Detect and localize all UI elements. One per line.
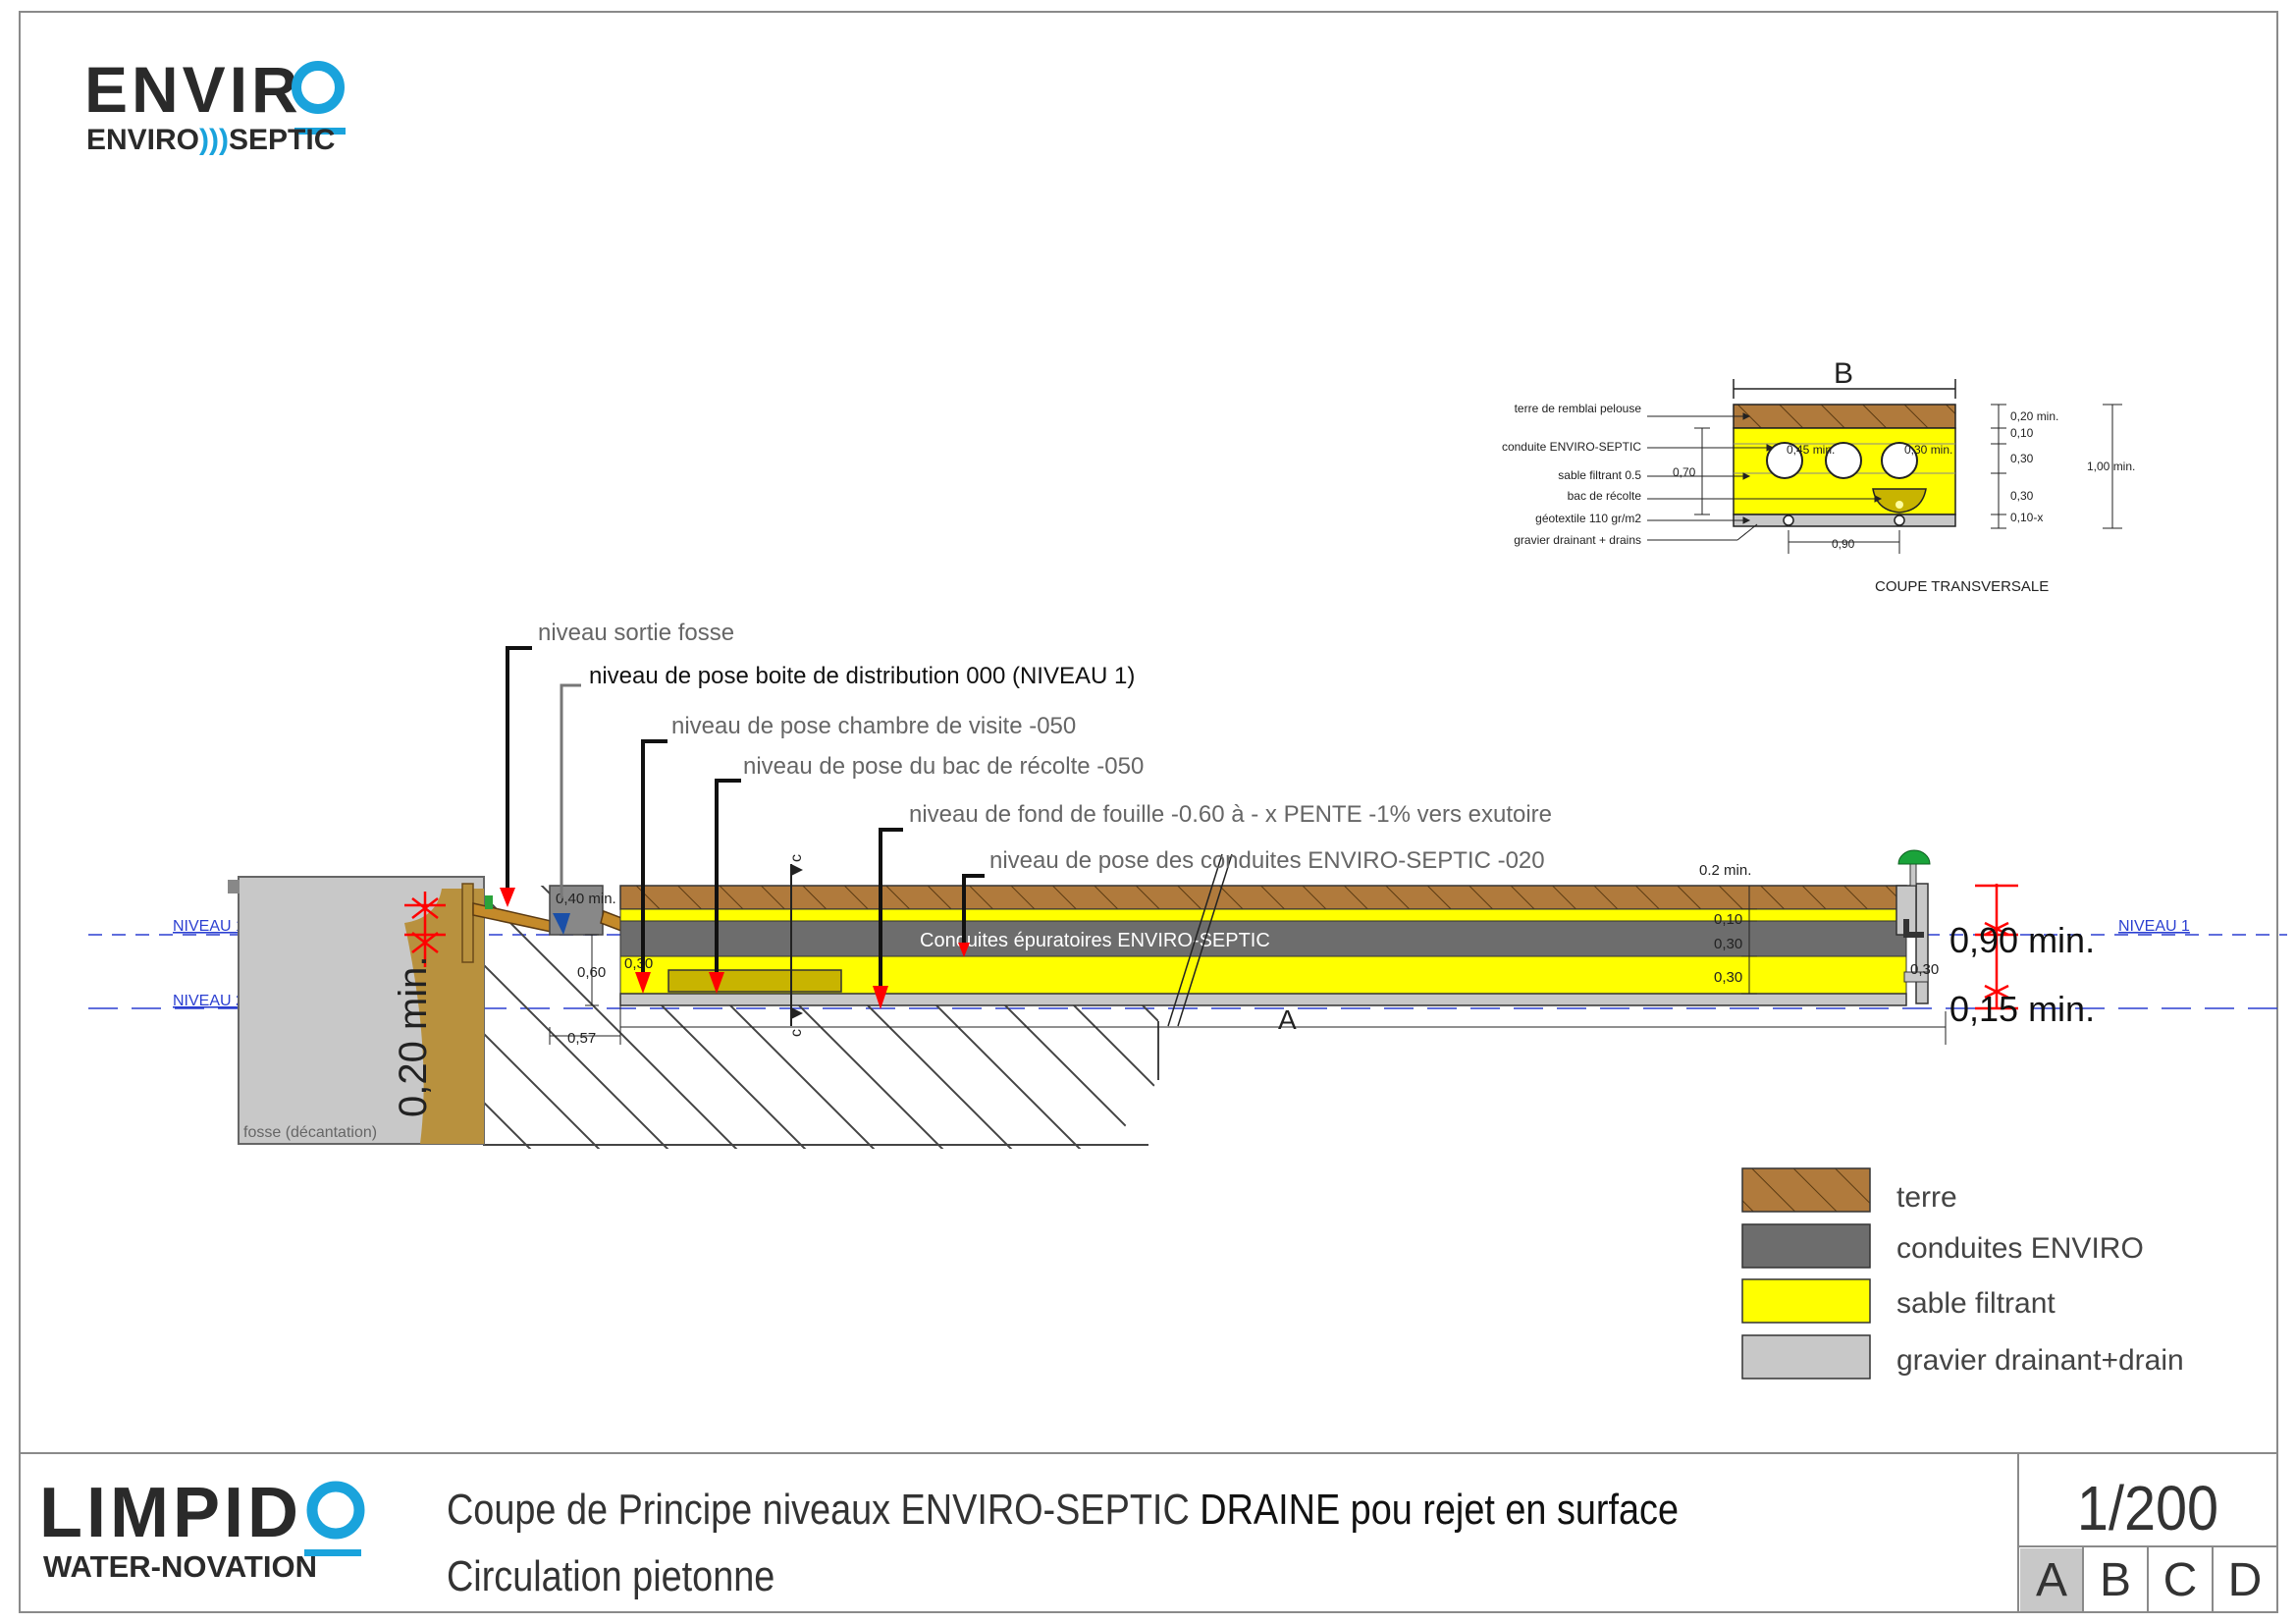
enviro-logo-underline — [294, 128, 346, 135]
drawing-title-line1-bold: DRAINE pou rejet en surface — [1200, 1485, 1679, 1533]
legend-swatch-sable — [1741, 1278, 1871, 1324]
enviro-sub-mark: ))) — [199, 124, 229, 156]
svg-text:0,10-x: 0,10-x — [2010, 511, 2043, 524]
svg-text:0,30: 0,30 — [1714, 936, 1742, 952]
transversal-section: B 0,45 min. 0,30 min. terre de remblai p… — [1502, 357, 2135, 595]
svg-text:0,30: 0,30 — [1910, 961, 1939, 978]
svg-text:0,30: 0,30 — [2010, 452, 2034, 465]
drain-icon — [1894, 514, 1905, 526]
sheet-a-active — [2020, 1548, 2083, 1611]
sheet-a[interactable]: A — [2036, 1554, 2067, 1606]
limpido-logo-o-icon — [306, 1481, 365, 1540]
svg-text:0,20 min.: 0,20 min. — [2010, 409, 2058, 423]
transversal-gravel-layer — [1733, 514, 1956, 527]
legend-label: terre — [1896, 1181, 1957, 1214]
label-sortie-fosse: niveau sortie fosse — [538, 620, 734, 646]
svg-text:0,30: 0,30 — [624, 955, 653, 972]
svg-text:1,00 min.: 1,00 min. — [2087, 460, 2135, 473]
transversal-title: COUPE TRANSVERSALE — [1875, 578, 2049, 595]
level-callouts: niveau sortie fosse niveau de pose boite… — [500, 620, 1552, 1009]
svg-text:Coupe de Principe niveaux ENVI: Coupe de Principe niveaux ENVIRO-SEPTIC … — [447, 1485, 1679, 1533]
inspection-chamber — [1915, 883, 1929, 1004]
svg-text:sable filtrant 0.5: sable filtrant 0.5 — [1558, 468, 1641, 482]
legend-label: sable filtrant — [1896, 1287, 2056, 1320]
label-conduites: niveau de pose des conduites ENVIRO-SEPT… — [989, 847, 1545, 874]
pipe-icon — [1881, 442, 1918, 479]
label-fond-fouille: niveau de fond de fouille -0.60 à - x PE… — [909, 801, 1552, 828]
legend-swatch-conduites — [1741, 1223, 1871, 1269]
distribution-box — [549, 885, 604, 936]
enviro-logo: ENVIR ENVIRO)))SEPTIC — [84, 53, 346, 156]
svg-text:0,45 min.: 0,45 min. — [1787, 443, 1835, 457]
niveau-1-label-right: NIVEAU 1 — [2118, 918, 2190, 935]
drain-icon — [1783, 514, 1794, 526]
legend-swatch-terre — [1741, 1167, 1871, 1213]
svg-text:0,57: 0,57 — [567, 1030, 596, 1047]
label-boite-distribution: niveau de pose boite de distribution 000… — [589, 663, 1135, 689]
sheet-c[interactable]: C — [2163, 1554, 2198, 1606]
pipe-icon — [1766, 442, 1803, 479]
svg-text:0,70: 0,70 — [1673, 465, 1696, 479]
svg-text:terre de remblai pelouse: terre de remblai pelouse — [1515, 402, 1642, 415]
conduites-label: Conduites épuratoires ENVIRO-SEPTIC — [920, 930, 1270, 951]
svg-text:conduite ENVIRO-SEPTIC: conduite ENVIRO-SEPTIC — [1502, 440, 1641, 454]
svg-text:0,10: 0,10 — [1714, 911, 1742, 928]
svg-text:gravier drainant + drains: gravier drainant + drains — [1514, 533, 1641, 547]
svg-text:0,90: 0,90 — [1832, 537, 1855, 551]
sheet-d[interactable]: D — [2228, 1554, 2263, 1606]
enviro-sub-end: SEPTIC — [229, 124, 335, 156]
limpido-sub-logo: WATER-NOVATION — [43, 1549, 317, 1584]
dim-090-min: 0,90 min. — [1949, 920, 2095, 960]
limpido-logo-text: LIMPID — [39, 1474, 302, 1552]
legend-label: gravier drainant+drain — [1896, 1344, 2184, 1377]
label-chambre-visite: niveau de pose chambre de visite -050 — [671, 713, 1076, 739]
sheet-b[interactable]: B — [2100, 1554, 2131, 1606]
bac-recolte — [667, 969, 842, 993]
terre-layer — [619, 885, 1907, 910]
svg-text:0.2 min.: 0.2 min. — [1699, 862, 1751, 879]
niveau-2-label: NIVEAU 2 — [173, 993, 244, 1009]
sheet-border — [19, 11, 2278, 1613]
label-bac-recolte: niveau de pose du bac de récolte -050 — [743, 753, 1144, 780]
svg-text:0,60: 0,60 — [577, 964, 606, 981]
scale-label: 1/200 — [2077, 1473, 2218, 1543]
dim-015-min: 0,15 min. — [1949, 989, 2095, 1029]
svg-text:0,30 min.: 0,30 min. — [1904, 443, 1952, 457]
vent-cap-icon — [1897, 849, 1931, 865]
gravier-layer — [619, 993, 1907, 1006]
natural-ground — [483, 886, 1158, 1149]
legend-label: conduites ENVIRO — [1896, 1232, 2144, 1265]
svg-text:0,10: 0,10 — [2010, 426, 2034, 440]
transversal-soil-layer — [1733, 404, 1956, 429]
red-arrow-icons — [500, 888, 970, 1009]
drawing-title-line1: Coupe de Principe niveaux ENVIRO-SEPTIC — [447, 1485, 1200, 1533]
svg-text:0,30: 0,30 — [2010, 489, 2034, 503]
dim-020-min: 0,20 min. — [392, 955, 435, 1117]
legend: terre conduites ENVIRO sable filtrant gr… — [1741, 1167, 2184, 1380]
title-block: LIMPID WATER-NOVATION Coupe de Principe … — [39, 1453, 2277, 1612]
svg-text:c: c — [788, 854, 805, 862]
red-dimension-markers — [404, 884, 2018, 1010]
dim-a-label: A — [1278, 1004, 1297, 1035]
limpido-logo-underline — [304, 1549, 361, 1556]
drawing-title-line2: Circulation pietonne — [447, 1551, 774, 1599]
legend-swatch-gravier — [1741, 1334, 1871, 1380]
enviro-logo-o-icon — [292, 61, 345, 114]
svg-text:0,40 min.: 0,40 min. — [556, 891, 616, 907]
enviro-sub-logo: ENVIRO — [86, 124, 199, 156]
niveau-1-label: NIVEAU 1 — [173, 918, 244, 935]
enviro-logo-text: ENVIR — [84, 53, 302, 126]
pipe-icon — [1825, 442, 1862, 479]
svg-text:0,30: 0,30 — [1714, 969, 1742, 986]
fosse-label: fosse (décantation) — [243, 1124, 377, 1141]
svg-text:géotextile 110 gr/m2: géotextile 110 gr/m2 — [1535, 512, 1641, 525]
dim-b-label: B — [1834, 357, 1853, 390]
longitudinal-section: NIVEAU 1 NIVEAU 2 NIVEAU 1 fosse (décant… — [88, 849, 2287, 1149]
svg-text:bac de récolte: bac de récolte — [1568, 489, 1642, 503]
svg-text:ENVIRO)))SEPTIC: ENVIRO)))SEPTIC — [86, 124, 335, 156]
svg-text:c: c — [788, 1029, 805, 1037]
